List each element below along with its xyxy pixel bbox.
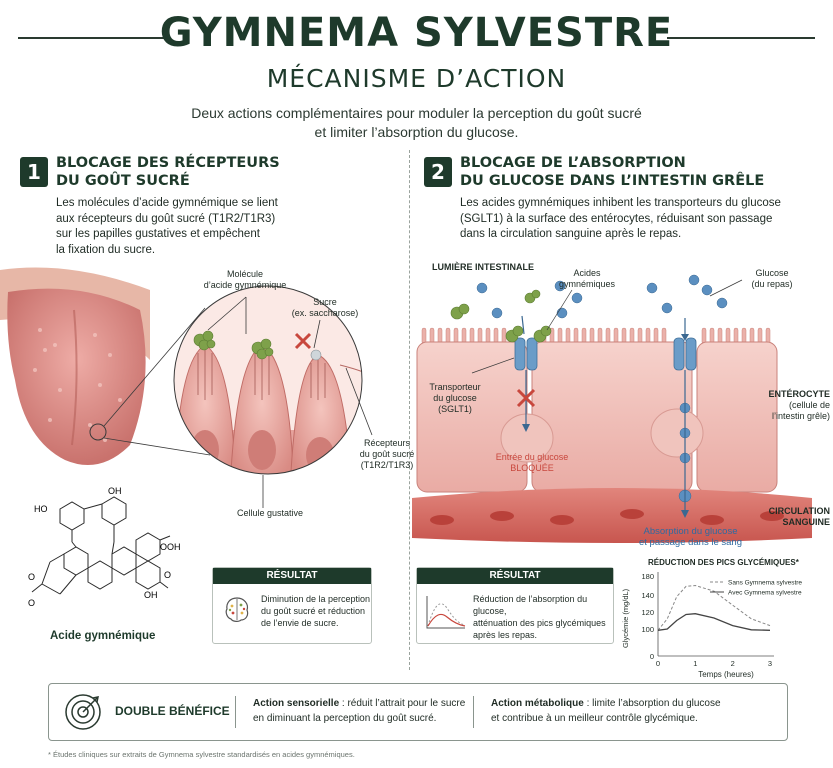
section2-text: Les acides gymnémiques inhibent les tran… (460, 196, 781, 243)
result-header-2: RÉSULTAT (417, 568, 613, 584)
chart-ytick: 120 (641, 608, 654, 617)
section2-title: BLOCAGE DE L’ABSORPTION DU GLUCOSE DANS … (460, 154, 764, 190)
double-benefit-banner: DOUBLE BÉNÉFICE Action sensorielle : réd… (48, 683, 788, 741)
section2-title-line2: DU GLUCOSE DANS L’INTESTIN GRÊLE (460, 173, 765, 189)
chart-ylabel: Glycémie (mg/dL) (621, 588, 630, 648)
chart-xlabel: Temps (heures) (698, 670, 754, 679)
chart-xtick: 2 (731, 659, 735, 668)
result-box-2: RÉSULTAT Réduction de l’absorption du gl… (416, 567, 614, 644)
label-sucre: Sucre (ex. saccharose) (291, 297, 359, 318)
chart-ytick: 140 (641, 591, 654, 600)
gymnemic-acid-structure: OH HO OOH O O OH O (28, 486, 181, 608)
chart-xtick: 3 (768, 659, 772, 668)
atom-ho: HO (34, 504, 48, 514)
section2-text-line3: dans la circulation sanguine après le re… (460, 228, 682, 240)
zoom-spot (89, 423, 107, 441)
label-recepteurs: Récepteurs du goût sucré (T1R2/T1R3) (359, 438, 415, 470)
chart-ytick: 0 (650, 652, 654, 661)
label-transporteur: Transporteur du glucose (SGLT1) (429, 382, 481, 414)
label-molecule: Molécule d’acide gymnémique (203, 269, 287, 290)
label-acides: Acides gymnémiques (558, 268, 616, 289)
sugar-molecule (310, 349, 322, 361)
taste-illustration (0, 267, 373, 508)
glycemia-chart: RÉDUCTION DES PICS GLYCÉMIQUES* Glycémie… (621, 558, 802, 679)
chart-ytick: 100 (641, 625, 654, 634)
section1-text-line2: aux récepteurs du goût sucré (T1R2/T1R3) (56, 212, 276, 225)
intro-line-2: et limiter l’absorption du glucose. (314, 124, 519, 140)
label-circulation: CIRCULATION SANGUINE (768, 506, 830, 527)
acide-caption: Acide gymnémique (50, 630, 156, 642)
title-rule-right (667, 37, 815, 39)
section1-text-line4: la fixation du sucre. (56, 243, 156, 256)
label-glucose: Glucose (du repas) (751, 268, 793, 289)
section2-number: 2 (424, 157, 452, 187)
section2-title-line1: BLOCAGE DE L’ABSORPTION (460, 155, 686, 171)
chart-legend-label-2: Avec Gymnema sylvestre (728, 590, 802, 597)
intestine-illustration (412, 274, 812, 543)
brain-icon (225, 597, 249, 622)
blood-vessel (412, 488, 812, 543)
intro-text: Deux actions complémentaires pour module… (150, 104, 683, 142)
label-entree: Entrée du glucose BLOQUÉE (495, 452, 569, 473)
curve-icon (426, 596, 466, 629)
result-box-1: RÉSULTAT Diminution de la perception du … (212, 567, 372, 644)
footnote: * Études cliniques sur extraits de Gymne… (48, 750, 355, 759)
label-enterocyte: ENTÉROCYTE (cellule de l’intestin grêle) (768, 389, 830, 421)
chart-title: RÉDUCTION DES PICS GLYCÉMIQUES* (648, 558, 800, 567)
gymnemic-molecule-1 (193, 330, 216, 351)
section2-text-line1: Les acides gymnémiques inhibent les tran… (460, 197, 781, 209)
result-text-1: Diminution de la perception du goût sucr… (261, 594, 371, 628)
title-rule-left (18, 37, 166, 39)
section1-title-line2: DU GOÛT SUCRÉ (56, 173, 190, 189)
intro-line-1: Deux actions complémentaires pour module… (191, 105, 642, 121)
label-absorption: Absorption du glucose et passage dans le… (639, 526, 742, 548)
atom-o-3: O (28, 598, 35, 608)
atom-ooh: OOH (160, 542, 181, 552)
atom-o-2: O (164, 570, 171, 580)
banner-divider-1 (235, 696, 236, 728)
metabolic-action: Action métabolique : limite l’absorption… (491, 698, 721, 724)
target-icon (65, 694, 101, 730)
label-lumiere: LUMIÈRE INTESTINALE (432, 262, 535, 272)
blocked-x-taste (294, 332, 312, 350)
chart-xtick: 0 (656, 659, 660, 668)
section1-text-line3: sur les papilles gustatives et empêchent (56, 228, 260, 240)
atom-oh-1: OH (108, 486, 122, 496)
chart-xtick: 1 (693, 659, 697, 668)
section1-text-line1: Les molécules d’acide gymnémique se lien… (56, 197, 278, 209)
chart-series-line-1 (657, 584, 771, 631)
page-title: GYMNEMA SYLVESTRE (159, 10, 674, 56)
sensory-action: Action sensorielle : réduit l’attrait po… (253, 698, 466, 724)
chart-ytick: 180 (641, 572, 654, 581)
section2-text-line2: (SGLT1) à la surface des entérocytes, ré… (460, 212, 773, 225)
double-benefit-title: DOUBLE BÉNÉFICE (115, 704, 230, 718)
blocked-x-intestine (516, 388, 536, 408)
result-header-1: RÉSULTAT (213, 568, 371, 584)
chart-legend-label-1: Sans Gymnema sylvestre (728, 580, 802, 587)
gymnemic-molecule-2 (251, 338, 274, 360)
section-divider (409, 150, 410, 670)
atom-o-1: O (28, 572, 35, 582)
chart-series-line-2 (657, 613, 771, 631)
section1-text: Les molécules d’acide gymnémique se lien… (56, 196, 278, 258)
label-cellule: Cellule gustative (236, 508, 304, 518)
atom-oh-2: OH (144, 590, 158, 600)
section1-title-line1: BLOCAGE DES RÉCEPTEURS (56, 155, 280, 171)
result-text-2: Réduction de l’absorption du glucose, at… (473, 594, 606, 640)
transporter-open (673, 337, 697, 371)
page-subtitle: MÉCANISME D’ACTION (266, 64, 567, 93)
section1-number: 1 (20, 157, 48, 187)
banner-divider-2 (473, 696, 474, 728)
section1-title: BLOCAGE DES RÉCEPTEURS DU GOÛT SUCRÉ (56, 154, 280, 190)
transporter-blocked (514, 337, 538, 371)
